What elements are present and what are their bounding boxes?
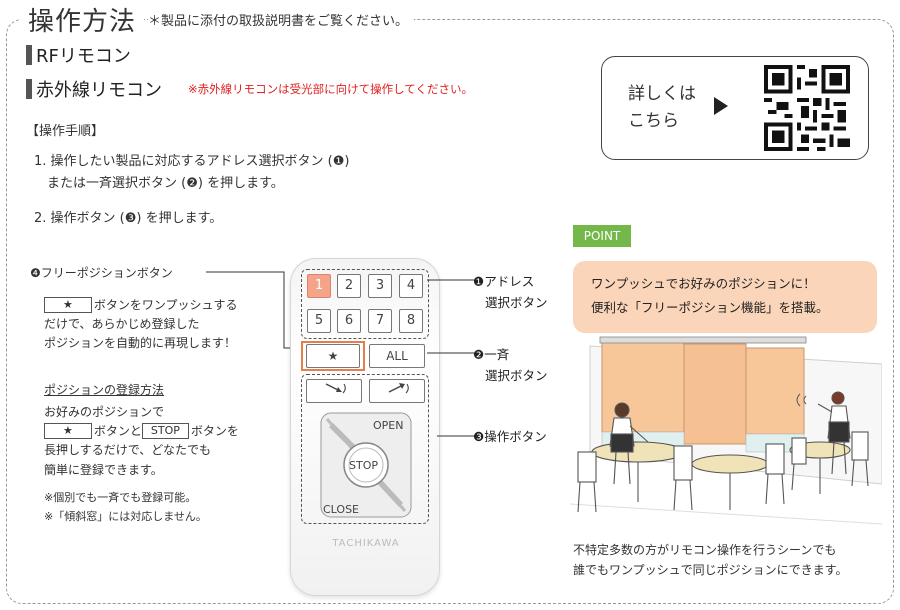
callout-address-buttons: ❶アドレス 選択ボタン [473,274,548,310]
address-key-1[interactable]: 1 [307,274,331,298]
tilt-up-icon [388,383,409,394]
tilt-down-button[interactable] [306,379,362,403]
qr-card[interactable]: 詳しくは こちら [601,56,869,160]
address-key-2[interactable]: 2 [337,274,361,298]
star-key-label: ★ [44,297,92,313]
close-button[interactable]: CLOSE [323,503,360,516]
open-button[interactable]: OPEN [373,419,404,432]
registration-note-2: ※「傾斜窓」には対応しません。 [44,510,207,523]
registration-title: ポジションの登録方法 [44,383,165,397]
step-1-line-2: または一斉選択ボタン (❷) を押します。 [47,176,284,191]
heading-bar [26,79,32,99]
operation-keys-group [301,374,429,524]
address-keys-group [301,269,429,339]
address-key-6[interactable]: 6 [337,309,361,333]
heading-ir-remote: 赤外線リモコン [26,76,162,102]
stop-key-label: STOP [141,423,189,440]
free-position-title: ❹フリーポジションボタン [30,266,173,280]
callout-all-buttons: ❷一斉 選択ボタン [473,347,548,383]
page-title: 操作方法 [20,1,145,38]
callout-lines [427,279,477,437]
address-key-7[interactable]: 7 [368,309,392,333]
content-frame [6,19,894,604]
qr-card-text: 詳しくは こちら [628,84,696,132]
address-key-4[interactable]: 4 [399,274,423,298]
manual-note: ＊製品に添付の取扱説明書をご覧ください。 [148,10,415,29]
free-position-button[interactable]: ★ [306,344,360,368]
tilt-down-icon [325,383,346,394]
stop-button[interactable]: STOP [349,459,378,472]
steps-title: 【操作手順】 [26,124,105,139]
brand-logo: TACHIKAWA [332,538,400,549]
star-key-label: ★ [44,423,92,440]
arrow-right-icon [714,97,728,115]
scene-caption: 不特定多数の方がリモコン操作を行うシーンでも 誰でもワンプッシュで同じポジション… [573,543,848,578]
address-key-3[interactable]: 3 [368,274,392,298]
free-position-description: ★ボタンをワンプッシュする だけで、あらかじめ登録した ポジションを自動的に再現… [44,297,238,351]
heading-bar [26,45,32,65]
remote-control: 1 2 3 4 5 6 7 8 ★ ALL OPEN STOP CLOSE TA… [290,258,440,596]
direction-pad [320,412,412,518]
qr-code-icon[interactable] [764,65,850,151]
step-2: 2. 操作ボタン (❸) を押します。 [34,211,223,226]
address-key-5[interactable]: 5 [307,309,331,333]
ir-remote-note: ※赤外線リモコンは受光部に向けて操作してください。 [188,82,473,96]
address-key-8[interactable]: 8 [399,309,423,333]
free-position-highlight [301,341,365,371]
cafe-scene-illustration [570,336,882,525]
all-select-button[interactable]: ALL [369,344,425,368]
heading-rf-remote: RFリモコン [26,42,131,68]
point-bubble: ワンプッシュでお好みのポジションに！ 便利な「フリーポジション機能」を搭載。 [573,261,877,333]
tilt-up-button[interactable] [369,379,425,403]
point-tag: POINT [573,225,631,247]
step-1-line-1: 1. 操作したい製品に対応するアドレス選択ボタン (❶) [34,154,350,169]
registration-note-1: ※個別でも一斉でも登録可能。 [44,491,197,504]
callout-operation-buttons: ❸操作ボタン [473,429,547,444]
